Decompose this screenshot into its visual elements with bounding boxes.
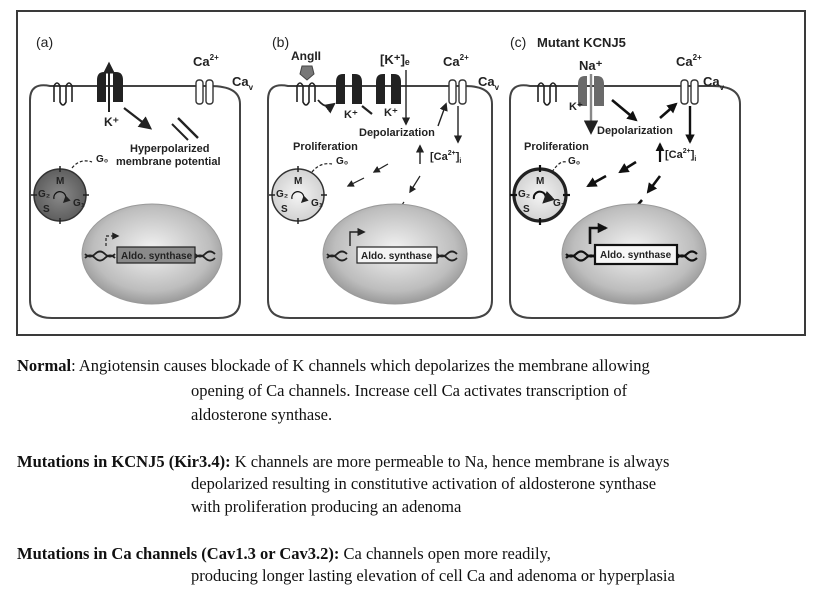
panel-c-prolif-label: Proliferation [524,141,589,153]
g0-arrow [71,160,93,169]
g0-arrow [551,161,567,173]
cai-to-nucleus-arrow1 [646,175,662,194]
panel-b-promoter-arrow [349,227,366,246]
svg-text:G₁: G₁ [311,198,323,209]
svg-text:M: M [294,176,302,187]
svg-text:S: S [43,204,50,215]
svg-text:G₁: G₁ [553,198,565,209]
panel-a-cell-cycle: M G₂ G₁ S [31,166,89,224]
svg-text:M: M [56,176,64,187]
panel-c-ca-label: Ca2+ [676,53,702,69]
caption-kcnj5-line2: depolarized resulting in constitutive ac… [191,474,657,493]
panel-c-k-label: K⁺ [569,101,583,113]
panel-b-letter: (b) [272,34,289,50]
panel-a-letter: (a) [36,34,53,50]
receptor-icon [296,82,316,106]
cai-to-prolif-arrow2 [346,177,365,187]
ca-channel-icon [448,79,467,105]
panel-b-depol-label: Depolarization [359,127,435,139]
angii-ligand-icon [299,65,315,81]
panel-c: (c) Mutant KCNJ5 Na⁺ K⁺ Ca2+ Cav Depolar… [509,34,741,319]
panel-c-gene-label: Aldo. synthase [600,250,672,261]
k-to-hyperpol-arrow [123,107,153,130]
inhibition-line [171,123,189,141]
depol-to-cachannel-arrow [437,102,448,127]
panel-c-g0-label: G₀ [568,156,580,167]
panel-c-title: Mutant KCNJ5 [537,35,626,50]
inhibition-bar [177,117,199,139]
panel-a-gene-label: Aldo. synthase [121,251,193,262]
svg-text:S: S [281,204,288,215]
panel-b-angii-label: AngII [291,49,321,63]
panel-c-promoter-arrow [588,222,609,244]
panel-b-cai-label: [Ca2+]i [430,150,461,165]
panel-b-cav-label: Cav [478,74,500,92]
panel-a-k-label: K⁺ [104,115,119,129]
cai-to-prolif-arrow1 [618,160,637,174]
cai-to-nucleus-arrow1 [409,175,421,194]
svg-text:G₂: G₂ [38,189,50,200]
cai-to-prolif-arrow1 [372,163,389,173]
panel-c-letter: (c) [510,34,526,50]
panel-b: (b) AngII K⁺ K⁺ [K⁺]ₑ Ca2+ Cav Depolariz… [267,34,500,319]
panel-c-cav-label: Cav [703,74,725,92]
ca-channel-icon [680,79,699,105]
panel-b-prolif-label: Proliferation [293,141,358,153]
dna-strand-left [84,254,116,262]
panel-b-k-label2: K⁺ [384,107,398,119]
caption-normal-line2: opening of Ca channels. Increase cell Ca… [191,381,628,400]
panel-a-cav-label: Cav [232,74,254,92]
caption-kcnj5-line3: with proliferation producing an adenoma [191,497,462,516]
g0-arrow [311,163,333,173]
panel-a-g0-label: G₀ [96,154,108,165]
caption-kcnj5-line1: Mutations in KCNJ5 (Kir3.4): K channels … [17,452,670,471]
receptor-icon [537,82,557,106]
block-bar [361,105,373,115]
panel-a-promoter-arrow [105,232,120,246]
caption-ca-line2: producing longer lasting elevation of ce… [191,566,675,585]
panel-a-ca-label: Ca2+ [193,53,219,69]
panel-b-g0-label: G₀ [336,156,348,167]
caption-ca-line1: Mutations in Ca channels (Cav1.3 or Cav3… [17,544,551,563]
svg-text:G₁: G₁ [73,198,85,209]
angii-to-kchannel-arrow [317,99,336,114]
svg-text:G₂: G₂ [518,189,530,200]
panel-c-cai-label: [Ca2+]i [665,148,696,163]
mutant-k-channel-icon [578,76,604,106]
k-channel-icon [376,74,401,104]
k-channel-icon [97,72,123,102]
panel-b-k-label1: K⁺ [344,109,358,121]
na-to-depol-arrow [611,99,638,122]
panel-b-ke-label: [K⁺]ₑ [380,52,410,67]
panel-a-effect-line2: membrane potential [116,156,221,168]
svg-text:M: M [536,176,544,187]
depol-to-cachannel-arrow [659,102,678,119]
panel-c-cell-cycle: M G₂ G₁ S [510,165,570,225]
panel-b-gene-label: Aldo. synthase [361,251,433,262]
panel-c-depol-label: Depolarization [597,125,673,137]
panel-a: (a) K⁺ Ca2+ Cav Hyperpolarized membrane … [29,34,254,319]
panel-b-ca-label: Ca2+ [443,53,469,69]
figure-diagram: (a) K⁺ Ca2+ Cav Hyperpolarized membrane … [29,34,741,319]
panel-b-cell-cycle: M G₂ G₁ S [269,166,327,224]
svg-text:G₂: G₂ [276,189,288,200]
caption-normal-line1: Normal: Angiotensin causes blockade of K… [17,356,650,375]
cai-to-prolif-arrow2 [586,174,607,188]
caption-normal-line3: aldosterone synthase. [191,405,333,424]
receptor-icon [53,82,73,106]
k-channel-icon [336,74,362,104]
panel-c-na-label: Na⁺ [579,58,603,73]
svg-text:S: S [523,204,530,215]
panel-a-effect-line1: Hyperpolarized [130,143,209,155]
ca-channel-icon [195,79,214,105]
